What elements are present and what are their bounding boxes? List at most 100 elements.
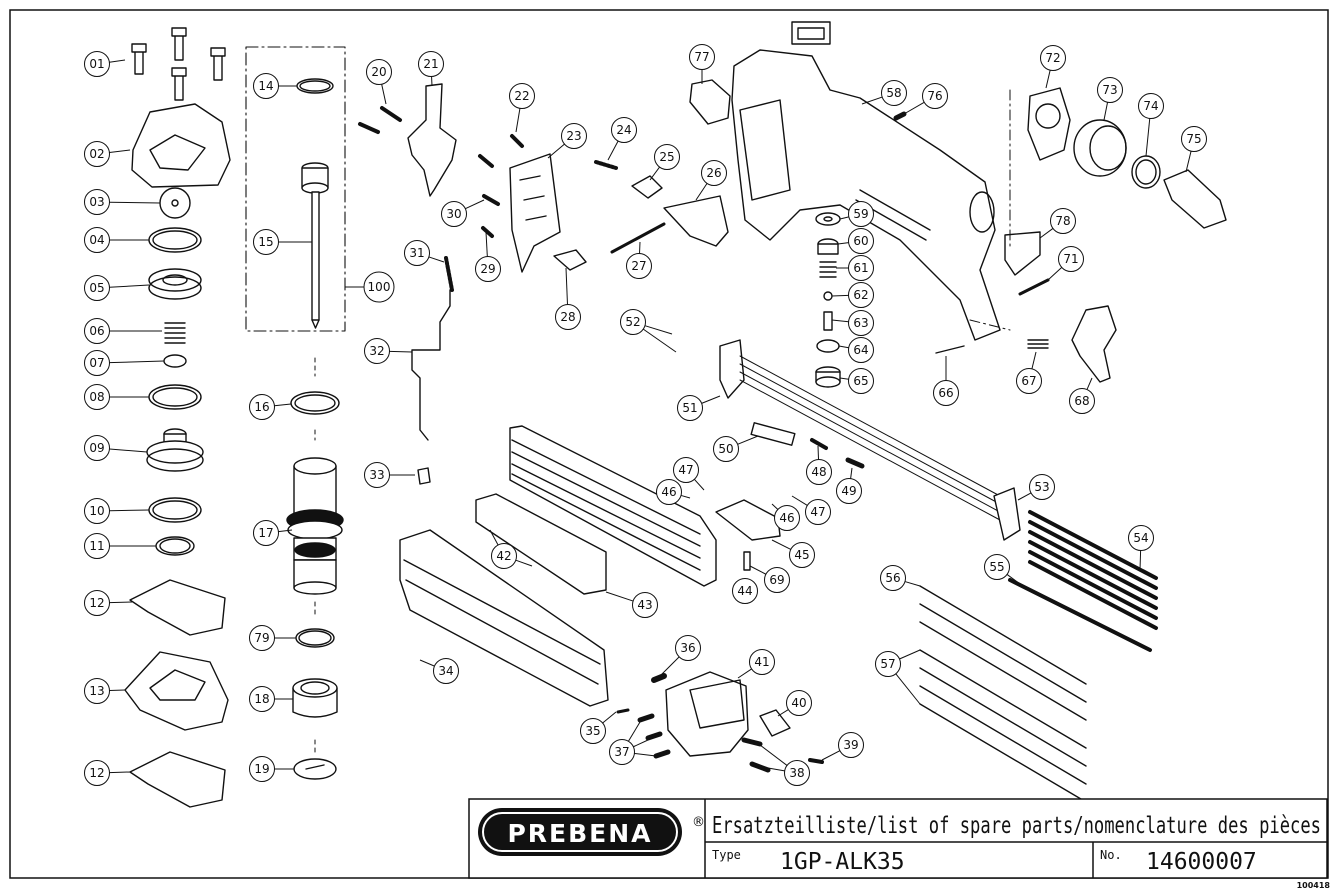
callout-number: 08: [89, 390, 104, 404]
leader-line: [659, 656, 680, 677]
type-value: 1GP-ALK35: [780, 849, 905, 875]
callout-circle: [1138, 93, 1164, 119]
callout-circle: [249, 756, 275, 782]
callout-number: 28: [560, 310, 575, 324]
callout-circle: [675, 635, 701, 661]
leader-line: [515, 559, 533, 567]
leader-line: [1047, 267, 1063, 281]
callout-circle: [875, 651, 901, 677]
leader-line: [465, 199, 485, 210]
leader-line: [633, 739, 649, 748]
callout-circle: [805, 499, 831, 525]
callout-circle: [84, 590, 110, 616]
leader-line: [771, 539, 792, 550]
callout-number: 25: [659, 150, 674, 164]
leader-line: [1086, 377, 1093, 390]
brand-logo: [478, 808, 682, 856]
callout-circle: [611, 117, 637, 143]
leader-line: [1139, 550, 1142, 571]
callout-number: 100: [368, 280, 391, 294]
callout-circle: [836, 478, 862, 504]
nail-strips-54: [1028, 510, 1158, 630]
leader-line: [1045, 70, 1051, 89]
callout-circle: [1058, 246, 1084, 272]
callout-number: 64: [853, 343, 868, 357]
driver-group-box: [245, 46, 346, 332]
type-label: Type: [712, 848, 741, 862]
callout-number: 13: [89, 684, 104, 698]
callout-circle: [1181, 126, 1207, 152]
callout-circle: [491, 543, 517, 569]
leader-line: [389, 350, 413, 353]
callout-number: 14: [258, 79, 273, 93]
callout-circle: [84, 760, 110, 786]
callout-number: 58: [886, 86, 901, 100]
leader-line: [605, 591, 634, 602]
cap-screws: [131, 27, 226, 101]
callout-circle: [404, 240, 430, 266]
callout-circle: [84, 275, 110, 301]
callout-circle: [1050, 208, 1076, 234]
callout-number: 68: [1074, 394, 1089, 408]
callout-number: 03: [89, 195, 104, 209]
callout-number: 45: [794, 548, 809, 562]
callout-number: 71: [1063, 252, 1078, 266]
callout-number: 53: [1034, 480, 1049, 494]
callout-number: 32: [369, 344, 384, 358]
callout-circle: [749, 649, 775, 675]
leader-line: [547, 143, 565, 159]
callout-circle: [626, 253, 652, 279]
leader-lines: [109, 59, 1192, 774]
callout-number: 44: [737, 584, 752, 598]
callout-circle: [880, 565, 906, 591]
leader-line: [1017, 492, 1032, 501]
leader-line: [1103, 102, 1109, 121]
callout-number: 21: [423, 57, 438, 71]
callout-number: 48: [811, 465, 826, 479]
leader-line: [109, 771, 131, 774]
callout-number: 39: [843, 738, 858, 752]
callout-circle: [1029, 474, 1055, 500]
leader-line: [838, 345, 849, 349]
callout-circle: [433, 658, 459, 684]
callout-circle: [848, 337, 874, 363]
callout-circle: [609, 739, 635, 765]
title-block: PREBENA ® Ersatzteilliste/list of spare …: [468, 798, 1330, 890]
leader-line: [1031, 351, 1037, 369]
callout-circle: [509, 83, 535, 109]
callout-circle: [789, 542, 815, 568]
leader-line: [895, 673, 921, 705]
callout-circle: [806, 459, 832, 485]
callout-circle: [689, 44, 715, 70]
callout-circle: [1016, 368, 1042, 394]
callout-number: 36: [680, 641, 695, 655]
registered-mark: ®: [692, 815, 705, 830]
leader-line: [695, 183, 708, 201]
callout-circle: [774, 505, 800, 531]
leader-line: [831, 294, 849, 297]
callout-circle: [363, 271, 395, 303]
callout-circle: [848, 310, 874, 336]
callout-circle: [249, 686, 275, 712]
callout-number: 67: [1021, 374, 1036, 388]
callout-number: 41: [754, 655, 769, 669]
part-drawings: [124, 21, 1227, 808]
callout-number: 06: [89, 324, 104, 338]
number-value: 14600007: [1146, 849, 1257, 875]
callout-circle: [364, 462, 390, 488]
callout-number: 27: [631, 259, 646, 273]
callout-number: 07: [89, 356, 104, 370]
leader-line: [831, 319, 849, 323]
callout-number: 11: [89, 539, 104, 553]
callout-number: 24: [616, 123, 631, 137]
callout-circle: [732, 578, 758, 604]
cylinder-cap: [131, 103, 231, 188]
callout-number: 29: [480, 262, 495, 276]
callout-number: 18: [254, 692, 269, 706]
callout-circle: [84, 51, 110, 77]
leader-line: [428, 256, 445, 263]
callout-circle: [677, 395, 703, 421]
callout-circle: [848, 228, 874, 254]
callout-circle: [656, 479, 682, 505]
